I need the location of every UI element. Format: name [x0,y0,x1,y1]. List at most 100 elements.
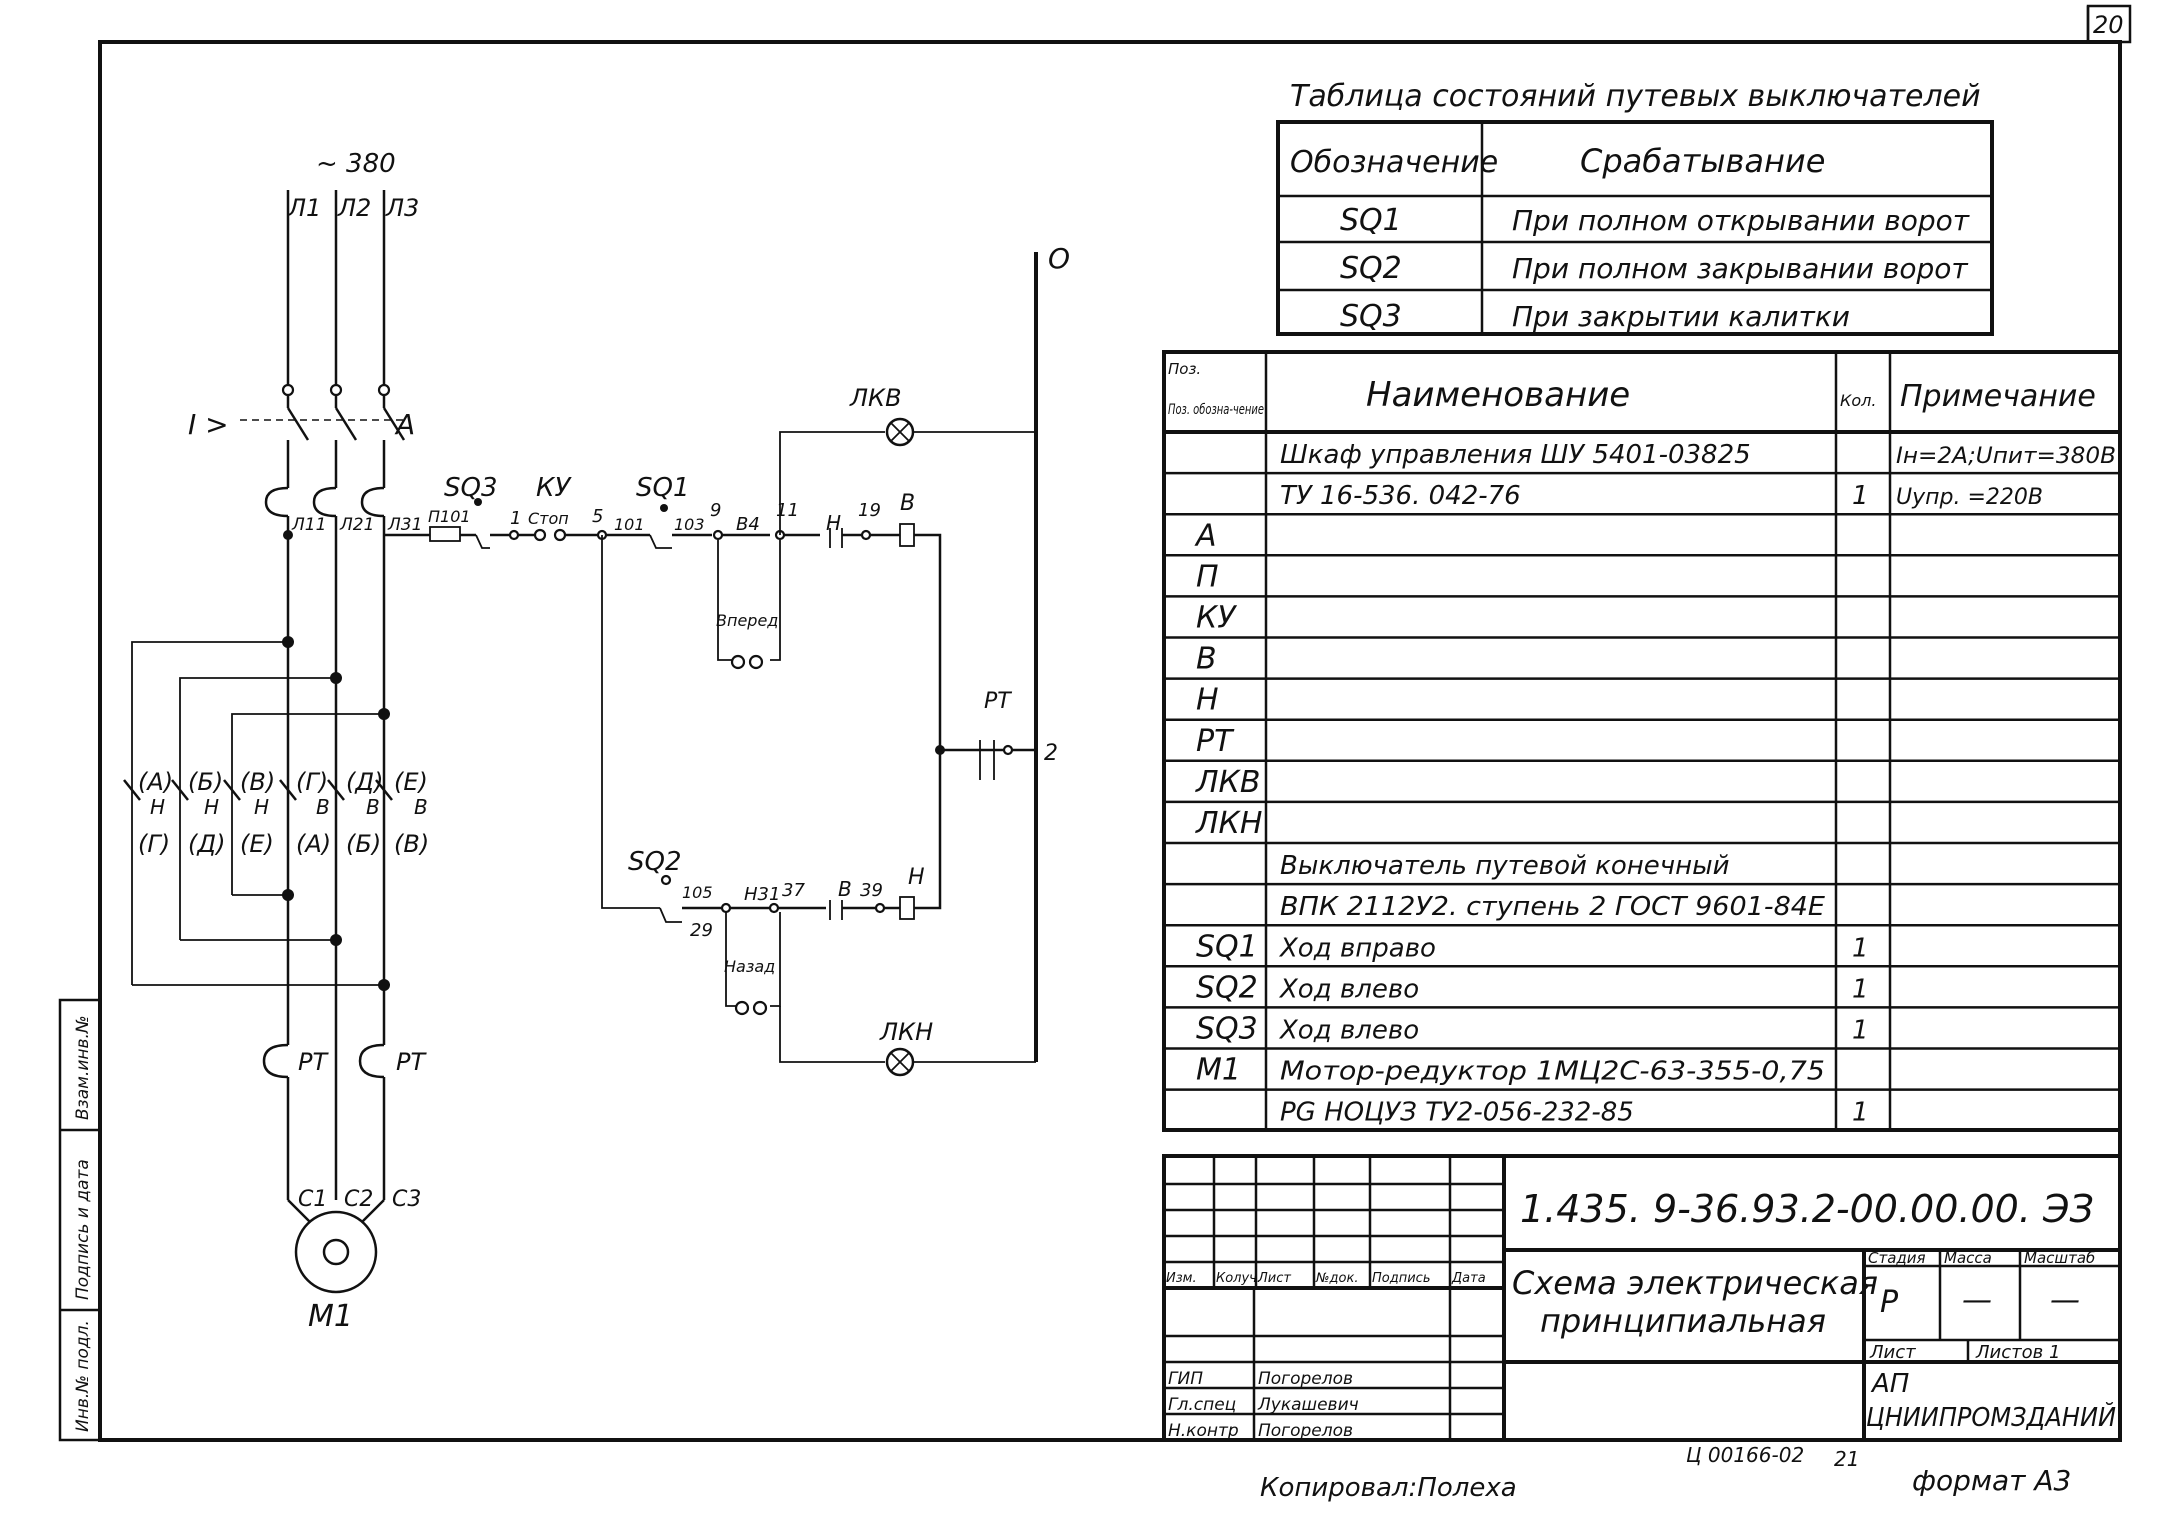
copied-by: Копировал:Полеха [1260,1473,1517,1503]
switch-state-table: Таблица состояний путевых выключателей О… [1276,79,1994,336]
order-number: Ц 00166-02 [1686,1443,1804,1467]
node-39: 39 [860,880,883,901]
switch-table-title: Таблица состояний путевых выключателей [1290,79,1981,114]
mass-value: — [1962,1283,1992,1318]
revision-header-2: Колуч. [1216,1271,1261,1286]
motor-symbol [294,1210,378,1294]
spec-row-12-name: ВПК 2112У2. ступень 2 ГОСТ 9601-84Е [1280,892,1826,922]
spec-row-14-pos: SQ2 [1196,970,1258,1005]
contact-mid-3: Н [254,795,269,819]
power-circuit: ~ 380 Л1 Л2 Л3 I > А Л11 Л21 Л31 [123,149,429,1334]
motor-terminal-c3: С3 [392,1187,421,1212]
signatory-1-role: ГИП [1168,1369,1203,1389]
signatory-2-name: Лукашевич [1257,1395,1359,1415]
contact-top-d: (Д) [346,768,383,796]
sq1-label: SQ1 [636,473,690,503]
node-1: 1 [510,508,521,529]
footer: Копировал:Полеха Ц 00166-02 21 формат А3 [1260,1443,2071,1503]
contact-bot-b: (Б) [346,830,381,858]
spec-row-15-name: Ход влево [1278,1016,1419,1046]
switch-table-header-action: Срабатывание [1580,142,1825,180]
contact-top-g: (Г) [296,768,328,796]
phase-label-l3: Л3 [385,194,419,222]
lamp-forward-label: ЛКВ [849,384,902,412]
node-5: 5 [592,506,603,527]
spec-row-13-qty: 1 [1852,933,1869,963]
node-19: 19 [858,500,881,521]
signatory-1-name: Погорелов [1258,1369,1353,1389]
switch-row-2-code: SQ2 [1340,251,1402,286]
spec-row-3-pos: А [1194,518,1217,553]
node-9: 9 [710,500,721,521]
contact-bot-d: (Д) [188,830,225,858]
contact-top-a: (А) [138,768,173,796]
spec-row-9-pos: ЛКВ [1195,765,1260,800]
switch-row-1-action: При полном открывании ворот [1512,204,1970,237]
reverse-button-label: Назад [724,957,775,976]
control-circuit: О П101 SQ3 1 КУ Стоп 5 101 SQ1 103 9 В4 … [384,242,1070,1077]
thermal-relay-2: РТ [396,1048,427,1076]
coil-reverse-label: Н [908,865,925,890]
org-ap: АП [1870,1369,1909,1399]
spec-header-pos-1: Поз. [1168,360,1201,378]
coil-forward-label: В [900,491,915,516]
neutral-label: О [1048,242,1070,275]
spec-header-note: Примечание [1900,379,2096,414]
spec-row-11-name: Выключатель путевой конечный [1280,851,1730,881]
node-29: 29 [690,920,713,941]
spec-header-pos: Поз. обозна-чение [1168,402,1264,418]
revision-header-6: Дата [1451,1271,1486,1286]
scale-value: — [2050,1283,2080,1318]
spec-row-6-pos: В [1196,642,1217,677]
phase-label-l2: Л2 [337,194,371,222]
stamp-signature-date: Подпись и дата [73,1159,93,1300]
switch-row-3-action: При закрытии калитки [1512,300,1850,333]
spec-row-10-pos: ЛКН [1195,806,1262,841]
switch-table-header-designation: Обозначение [1290,145,1498,180]
fuse-label: П101 [428,507,471,526]
signatory-3-name: Погорелов [1258,1421,1353,1441]
revision-header-5: Подпись [1372,1271,1430,1286]
node-2: 2 [1044,741,1058,766]
spec-row-16-name: Мотор-редуктор 1МЦ2С-63-355-0,75 [1280,1057,1825,1087]
spec-row-14-qty: 1 [1852,974,1869,1004]
spec-row-2-name: ТУ 16-536. 042-76 [1280,481,1521,511]
node-11: 11 [776,500,799,521]
switch-row-1-code: SQ1 [1340,203,1402,238]
breaker-label: А [394,408,415,441]
contact-mid-4: В [316,795,330,819]
mass-header: Масса [1944,1249,1992,1267]
b-interlock-label: В [838,877,852,901]
drawing-frame: 20 Взам.инв.№ Подпись и дата Инв.№ подл. [58,4,2132,1442]
org-name: ЦНИИПРОМЗДАНИЙ [1866,1401,2116,1433]
stamp-inventory-original: Инв.№ подл. [73,1320,93,1432]
spec-row-14-name: Ход влево [1278,974,1419,1004]
spec-row-2-qty: 1 [1852,481,1869,511]
spec-row-5-pos: КУ [1196,601,1237,636]
stage-header: Стадия [1868,1249,1926,1267]
spec-row-15-qty: 1 [1852,1016,1869,1046]
node-105: 105 [682,883,713,902]
contact-mid-1: Н [150,795,165,819]
motor-label: М1 [308,1299,353,1334]
motor-terminal-c2: С2 [344,1187,373,1212]
title-block: 1.435. 9-36.93.2-00.00.00. ЭЗ Схема элек… [1162,1154,2122,1442]
specification-table: Поз. Поз. обозна-чение Наименование Кол.… [1162,350,2122,1132]
revision-header-3: Лист [1257,1271,1291,1286]
revision-header-4: №док. [1315,1271,1358,1286]
spec-header-name: Наименование [1366,375,1630,415]
stop-label: Стоп [528,509,569,528]
thermal-contact-label: РТ [984,689,1012,714]
sheet-format: формат А3 [1912,1464,2071,1497]
spec-row-2-note: Uупр. =220В [1896,485,2043,510]
node-101: 101 [614,515,645,534]
phase-label-l1: Л1 [287,194,321,222]
copy-number: 21 [1834,1447,1859,1471]
lamp-reverse-label: ЛКН [879,1018,933,1046]
contact-mid-6: В [414,795,428,819]
spec-row-1-name: Шкаф управления ШУ 5401-03825 [1280,440,1751,470]
spec-row-17-qty: 1 [1852,1098,1869,1128]
sheet-number: 20 [2093,11,2124,39]
spec-row-7-pos: Н [1196,683,1219,718]
